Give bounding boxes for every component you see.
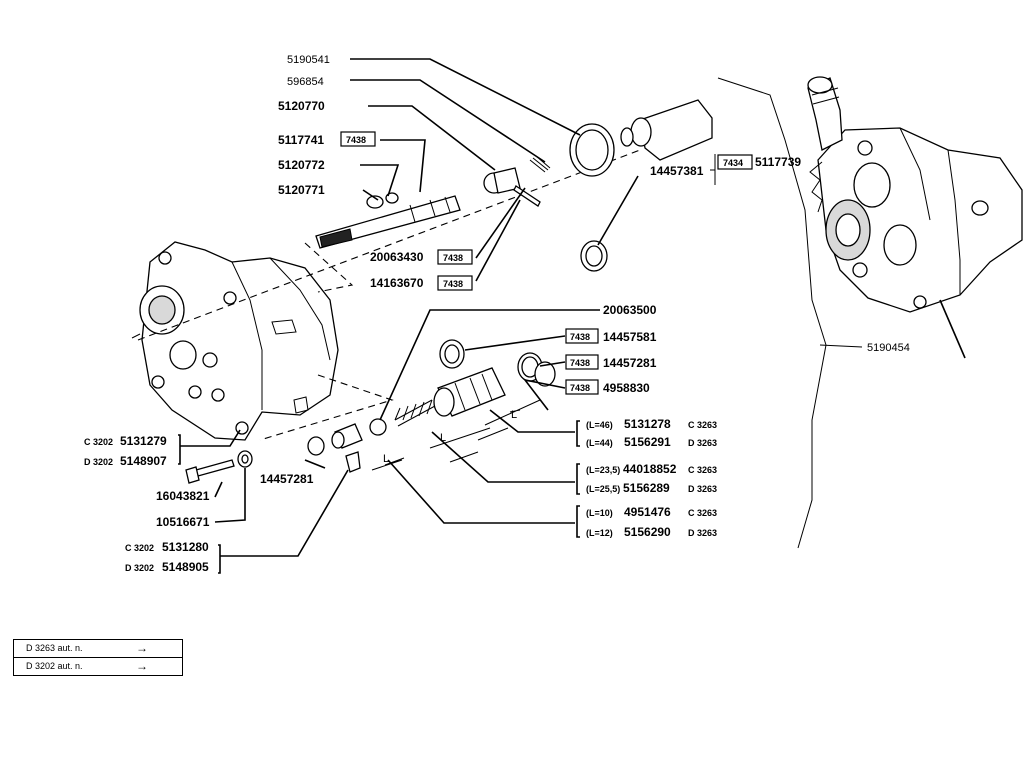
arrow-right-icon: → [136, 641, 148, 655]
label-5190541: 5190541 [287, 54, 330, 66]
code-box-5117741: 7438 [340, 131, 376, 147]
g2-number-1: 5131280 [162, 540, 209, 554]
svg-text:7434: 7434 [723, 158, 743, 168]
pump-assembly-right [807, 76, 1023, 313]
label-5120770: 5120770 [278, 99, 325, 113]
code-box-20063430: 7438 [437, 249, 473, 265]
g4-suffix-2: D 3263 [688, 484, 717, 494]
dim-label-l-1: L [511, 409, 517, 421]
label-14457581: 14457581 [603, 330, 657, 344]
g2-number-2: 5148905 [162, 560, 209, 574]
group-brackets [178, 420, 580, 574]
drive-shaft [315, 192, 461, 249]
valve-body [433, 367, 506, 417]
clip-lower [345, 451, 361, 473]
g3-number-2: 5156291 [624, 435, 671, 449]
label-5117741: 5117741 [278, 133, 324, 147]
g1-prefix-1: C 3202 [84, 437, 113, 447]
label-20063500: 20063500 [603, 303, 657, 317]
code-box-14457281: 7438 [565, 354, 599, 370]
g1-number-2: 5148907 [120, 454, 167, 468]
assembly-axis-2 [304, 242, 354, 293]
label-14457281-lower: 14457281 [260, 472, 314, 486]
arrow-right-icon: → [136, 659, 148, 673]
code-box-14457581: 7438 [565, 328, 599, 344]
g2-prefix-2: D 3202 [125, 563, 154, 573]
bearing-block [483, 155, 551, 207]
assembly-axis-3 [259, 374, 394, 441]
code-box-4958830: 7438 [565, 379, 599, 395]
g4-number-2: 5156289 [623, 481, 670, 495]
g4-suffix-1: C 3263 [688, 465, 717, 475]
label-5117739: 5117739 [755, 155, 801, 169]
g3-suffix-2: D 3263 [688, 438, 717, 448]
oring-14457381 [580, 240, 608, 272]
legend-row: D 3202 aut. n. → [14, 658, 182, 675]
oring-14457581 [439, 339, 465, 369]
bracket-5190454 [717, 77, 827, 549]
svg-text:7438: 7438 [443, 279, 463, 289]
label-16043821: 16043821 [156, 489, 210, 503]
legend-row-label: D 3202 aut. n. [26, 661, 83, 671]
legend-row: D 3263 aut. n. → [14, 640, 182, 658]
ring-4958830 [534, 361, 556, 387]
label-596854: 596854 [287, 76, 324, 88]
g1-prefix-2: D 3202 [84, 457, 113, 467]
g2-prefix-1: C 3202 [125, 543, 154, 553]
washer-10516671 [237, 450, 253, 468]
g5-suffix-2: D 3263 [688, 528, 717, 538]
valve-spring [394, 399, 436, 427]
code-box-14163670: 7438 [437, 275, 473, 291]
label-5120771: 5120771 [278, 183, 325, 197]
seal-ring-5190541 [569, 123, 615, 177]
dim-label-l-3: L [383, 453, 389, 465]
label-4958830: 4958830 [603, 381, 650, 395]
code-box-5117739: 7434 [717, 154, 753, 170]
dim-label-l-2: L [440, 432, 446, 444]
legend-row-label: D 3263 aut. n. [26, 643, 83, 653]
label-14457281: 14457281 [603, 356, 657, 370]
label-5190454: 5190454 [867, 342, 910, 354]
svg-text:7438: 7438 [570, 332, 590, 342]
g4-number-1: 44018852 [623, 462, 677, 476]
label-14163670: 14163670 [370, 276, 424, 290]
g5-length-2: (L=12) [586, 528, 613, 538]
ball-20063500 [369, 418, 387, 436]
g5-number-2: 5156290 [624, 525, 671, 539]
sleeve-5117739 [620, 99, 713, 161]
label-5120772: 5120772 [278, 158, 325, 172]
svg-text:7438: 7438 [570, 358, 590, 368]
g3-length-1: (L=46) [586, 420, 613, 430]
label-14457381: 14457381 [650, 164, 704, 178]
assembly-axis-1 [137, 149, 641, 341]
leader-lines [180, 58, 966, 557]
g3-suffix-1: C 3263 [688, 420, 717, 430]
g5-suffix-1: C 3263 [688, 508, 717, 518]
bolt-16043821 [185, 459, 235, 484]
piston-small [331, 423, 363, 449]
g5-number-1: 4951476 [624, 505, 671, 519]
g5-length-1: (L=10) [586, 508, 613, 518]
g4-length-1: (L=23,5) [586, 465, 620, 475]
g4-length-2: (L=25,5) [586, 484, 620, 494]
label-20063430: 20063430 [370, 250, 424, 264]
label-10516671: 10516671 [156, 515, 210, 529]
ring-14457281-lower [307, 436, 325, 456]
svg-text:7438: 7438 [443, 253, 463, 263]
g3-length-2: (L=44) [586, 438, 613, 448]
pump-housing-left [131, 241, 339, 441]
g1-number-1: 5131279 [120, 434, 167, 448]
svg-text:7438: 7438 [570, 383, 590, 393]
svg-text:7438: 7438 [346, 135, 366, 145]
g3-number-1: 5131278 [624, 417, 671, 431]
model-legend: D 3263 aut. n. → D 3202 aut. n. → [13, 639, 183, 676]
